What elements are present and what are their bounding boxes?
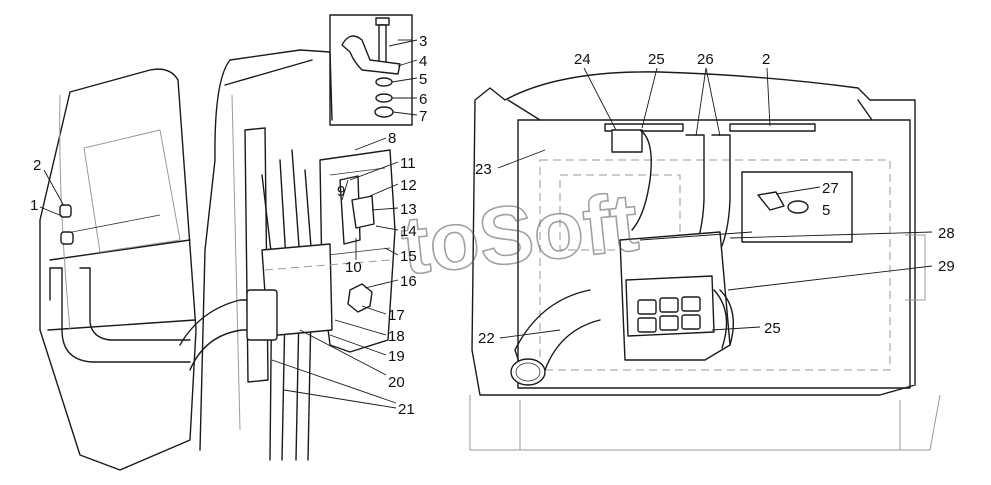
callout-labels: 1 2 3 4 5 6 7 8 9 10 11 12 13 14 15 16 1… — [30, 33, 955, 418]
leader-lines — [39, 39, 933, 409]
detail-inset-bolt — [329, 14, 413, 126]
callout-2-right: 2 — [762, 51, 770, 68]
callout-11: 11 — [400, 155, 416, 172]
callout-14: 14 — [400, 223, 417, 240]
callout-17: 17 — [388, 307, 405, 324]
middle-cab-assembly — [179, 49, 396, 461]
callout-5: 5 — [419, 71, 427, 88]
watermark-logo: toSoft — [397, 177, 642, 292]
callout-15: 15 — [400, 248, 417, 265]
callout-6: 6 — [419, 91, 427, 108]
callout-21: 21 — [398, 401, 415, 418]
callout-12: 12 — [400, 177, 417, 194]
right-rear-panel — [469, 71, 941, 451]
callout-24: 24 — [574, 51, 591, 68]
callout-10: 10 — [345, 259, 362, 276]
callout-18: 18 — [388, 328, 405, 345]
callout-28: 28 — [938, 225, 955, 242]
callout-29: 29 — [938, 258, 955, 275]
callout-16: 16 — [400, 273, 417, 290]
callout-13: 13 — [400, 201, 417, 218]
callout-27: 27 — [822, 180, 839, 197]
callout-20: 20 — [388, 374, 405, 391]
callout-7: 7 — [419, 108, 427, 125]
callout-8: 8 — [388, 130, 396, 147]
callout-3: 3 — [419, 33, 427, 50]
callout-2: 2 — [33, 157, 41, 174]
left-cab-panel — [39, 68, 197, 471]
callout-25-top: 25 — [648, 51, 665, 68]
callout-19: 19 — [388, 348, 405, 365]
callout-22: 22 — [478, 330, 495, 347]
callout-9: 9 — [337, 183, 345, 200]
callout-5-right: 5 — [822, 202, 830, 219]
callout-25-bottom: 25 — [764, 320, 781, 337]
callout-4: 4 — [419, 53, 427, 70]
callout-1: 1 — [30, 197, 38, 214]
callout-26: 26 — [697, 51, 714, 68]
callout-23: 23 — [475, 161, 492, 178]
